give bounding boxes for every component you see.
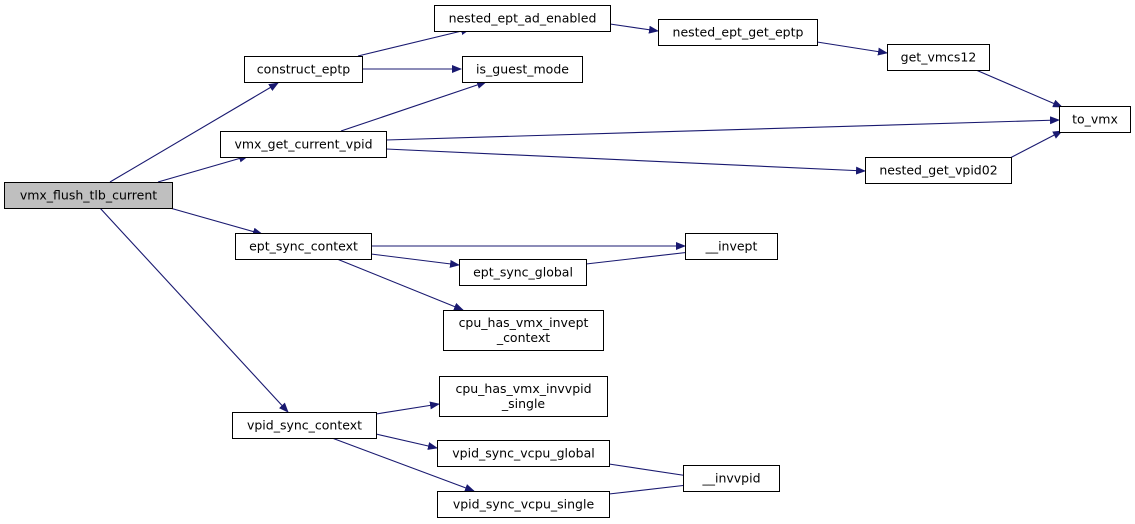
node-box	[437, 440, 610, 467]
edge-ept-sync-context-to-ept-sync-global	[370, 253, 460, 268]
node-box	[462, 56, 583, 83]
node-label: cpu_has_vmx_invept	[459, 315, 589, 330]
edge-vpid-sync-context-to-cpu-has-vmx-invvpid-single	[375, 401, 440, 415]
node-label: get_vmcs12	[901, 50, 977, 65]
edge-ept-sync-context-to-cpu-has-vmx-invept-context	[336, 258, 464, 311]
node-label: nested_get_vpid02	[879, 163, 997, 178]
edge-vmx-get-current-vpid-to-is-guest-mode	[340, 81, 487, 132]
node-box	[1059, 106, 1131, 133]
node-nested-ept-ad-enabled[interactable]: nested_ept_ad_enabled	[434, 5, 611, 32]
node-vpid-sync-context[interactable]: vpid_sync_context	[232, 412, 377, 439]
edge-vmx-get-current-vpid-to-nested-get-vpid02	[385, 148, 866, 175]
node-box	[685, 233, 778, 260]
node-box	[865, 157, 1012, 184]
node-label: __invvpid	[701, 471, 760, 486]
node-label: vmx_get_current_vpid	[234, 137, 372, 152]
edge-vmx-flush-tlb-current-to-ept-sync-context	[169, 207, 263, 236]
edge-vmx-flush-tlb-current-to-vpid-sync-context	[99, 207, 289, 413]
node-cpu-has-vmx-invept-context[interactable]: cpu_has_vmx_invept_context	[443, 310, 604, 351]
edge-vpid-sync-context-to-vpid-sync-vcpu-single	[331, 437, 475, 492]
nodes: vmx_flush_tlb_current construct_eptp vmx_g…	[4, 5, 1131, 518]
node-label: construct_eptp	[257, 62, 350, 77]
node-is-guest-mode[interactable]: is_guest_mode	[462, 56, 583, 83]
node-get-vmcs12[interactable]: get_vmcs12	[887, 44, 990, 71]
node-box	[439, 376, 608, 417]
edges	[99, 23, 1063, 495]
node-label: is_guest_mode	[476, 62, 569, 77]
node---invvpid[interactable]: __invvpid	[683, 465, 780, 492]
edge-get-vmcs12-to-to-vmx	[975, 69, 1063, 108]
node-box	[244, 56, 363, 83]
node-cpu-has-vmx-invvpid-single[interactable]: cpu_has_vmx_invvpid_single	[439, 376, 608, 417]
edge-vpid-sync-vcpu-single-to---invvpid	[608, 481, 697, 495]
node-box	[232, 412, 377, 439]
node-label: ept_sync_global	[473, 265, 573, 280]
node-ept-sync-global[interactable]: ept_sync_global	[459, 259, 587, 286]
edge-vmx-get-current-vpid-to-to-vmx	[385, 116, 1060, 141]
edge-ept-sync-global-to---invept	[585, 248, 700, 265]
node-box	[437, 491, 610, 518]
node-label: _single	[501, 396, 546, 411]
node-label: vpid_sync_vcpu_global	[452, 446, 594, 461]
edge-vpid-sync-vcpu-global-to---invvpid	[608, 463, 696, 480]
node-label: cpu_has_vmx_invvpid	[455, 381, 591, 396]
node-construct-eptp[interactable]: construct_eptp	[244, 56, 363, 83]
node-label: nested_ept_get_eptp	[673, 25, 804, 40]
edge-vmx-flush-tlb-current-to-vmx-get-current-vpid	[157, 154, 249, 183]
node-to-vmx[interactable]: to_vmx	[1059, 106, 1131, 133]
node-label: ept_sync_context	[249, 239, 358, 254]
node-label: vpid_sync_vcpu_single	[453, 497, 595, 512]
node-nested-get-vpid02[interactable]: nested_get_vpid02	[865, 157, 1012, 184]
node-box	[434, 5, 611, 32]
node-label: to_vmx	[1072, 112, 1118, 127]
node-label: __invept	[705, 239, 758, 254]
node-box	[658, 19, 818, 46]
node-vmx-flush-tlb-current[interactable]: vmx_flush_tlb_current	[4, 182, 173, 209]
edge-construct-eptp-to-nested-ept-ad-enabled	[357, 27, 471, 57]
edge-vmx-flush-tlb-current-to-construct-eptp	[109, 82, 279, 183]
node-vpid-sync-vcpu-global[interactable]: vpid_sync_vcpu_global	[437, 440, 610, 467]
node-label: vmx_flush_tlb_current	[20, 188, 157, 203]
node-box	[4, 182, 173, 209]
node-ept-sync-context[interactable]: ept_sync_context	[235, 233, 372, 260]
edge-vpid-sync-context-to-vpid-sync-vcpu-global	[375, 433, 438, 450]
edge-nested-ept-ad-enabled-to-nested-ept-get-eptp	[609, 23, 659, 34]
node-box	[683, 465, 780, 492]
node-nested-ept-get-eptp[interactable]: nested_ept_get_eptp	[658, 19, 818, 46]
edge-nested-ept-get-eptp-to-get-vmcs12	[816, 41, 888, 56]
node-label: _context	[496, 330, 550, 345]
edge-nested-get-vpid02-to-to-vmx	[1009, 130, 1063, 159]
node-label: vpid_sync_context	[247, 418, 362, 433]
node-box	[235, 233, 372, 260]
node-box	[459, 259, 587, 286]
node---invept[interactable]: __invept	[685, 233, 778, 260]
node-box	[220, 131, 387, 158]
node-vpid-sync-vcpu-single[interactable]: vpid_sync_vcpu_single	[437, 491, 610, 518]
node-label: nested_ept_ad_enabled	[449, 11, 597, 26]
node-box	[887, 44, 990, 71]
node-box	[443, 310, 604, 351]
node-vmx-get-current-vpid[interactable]: vmx_get_current_vpid	[220, 131, 387, 158]
